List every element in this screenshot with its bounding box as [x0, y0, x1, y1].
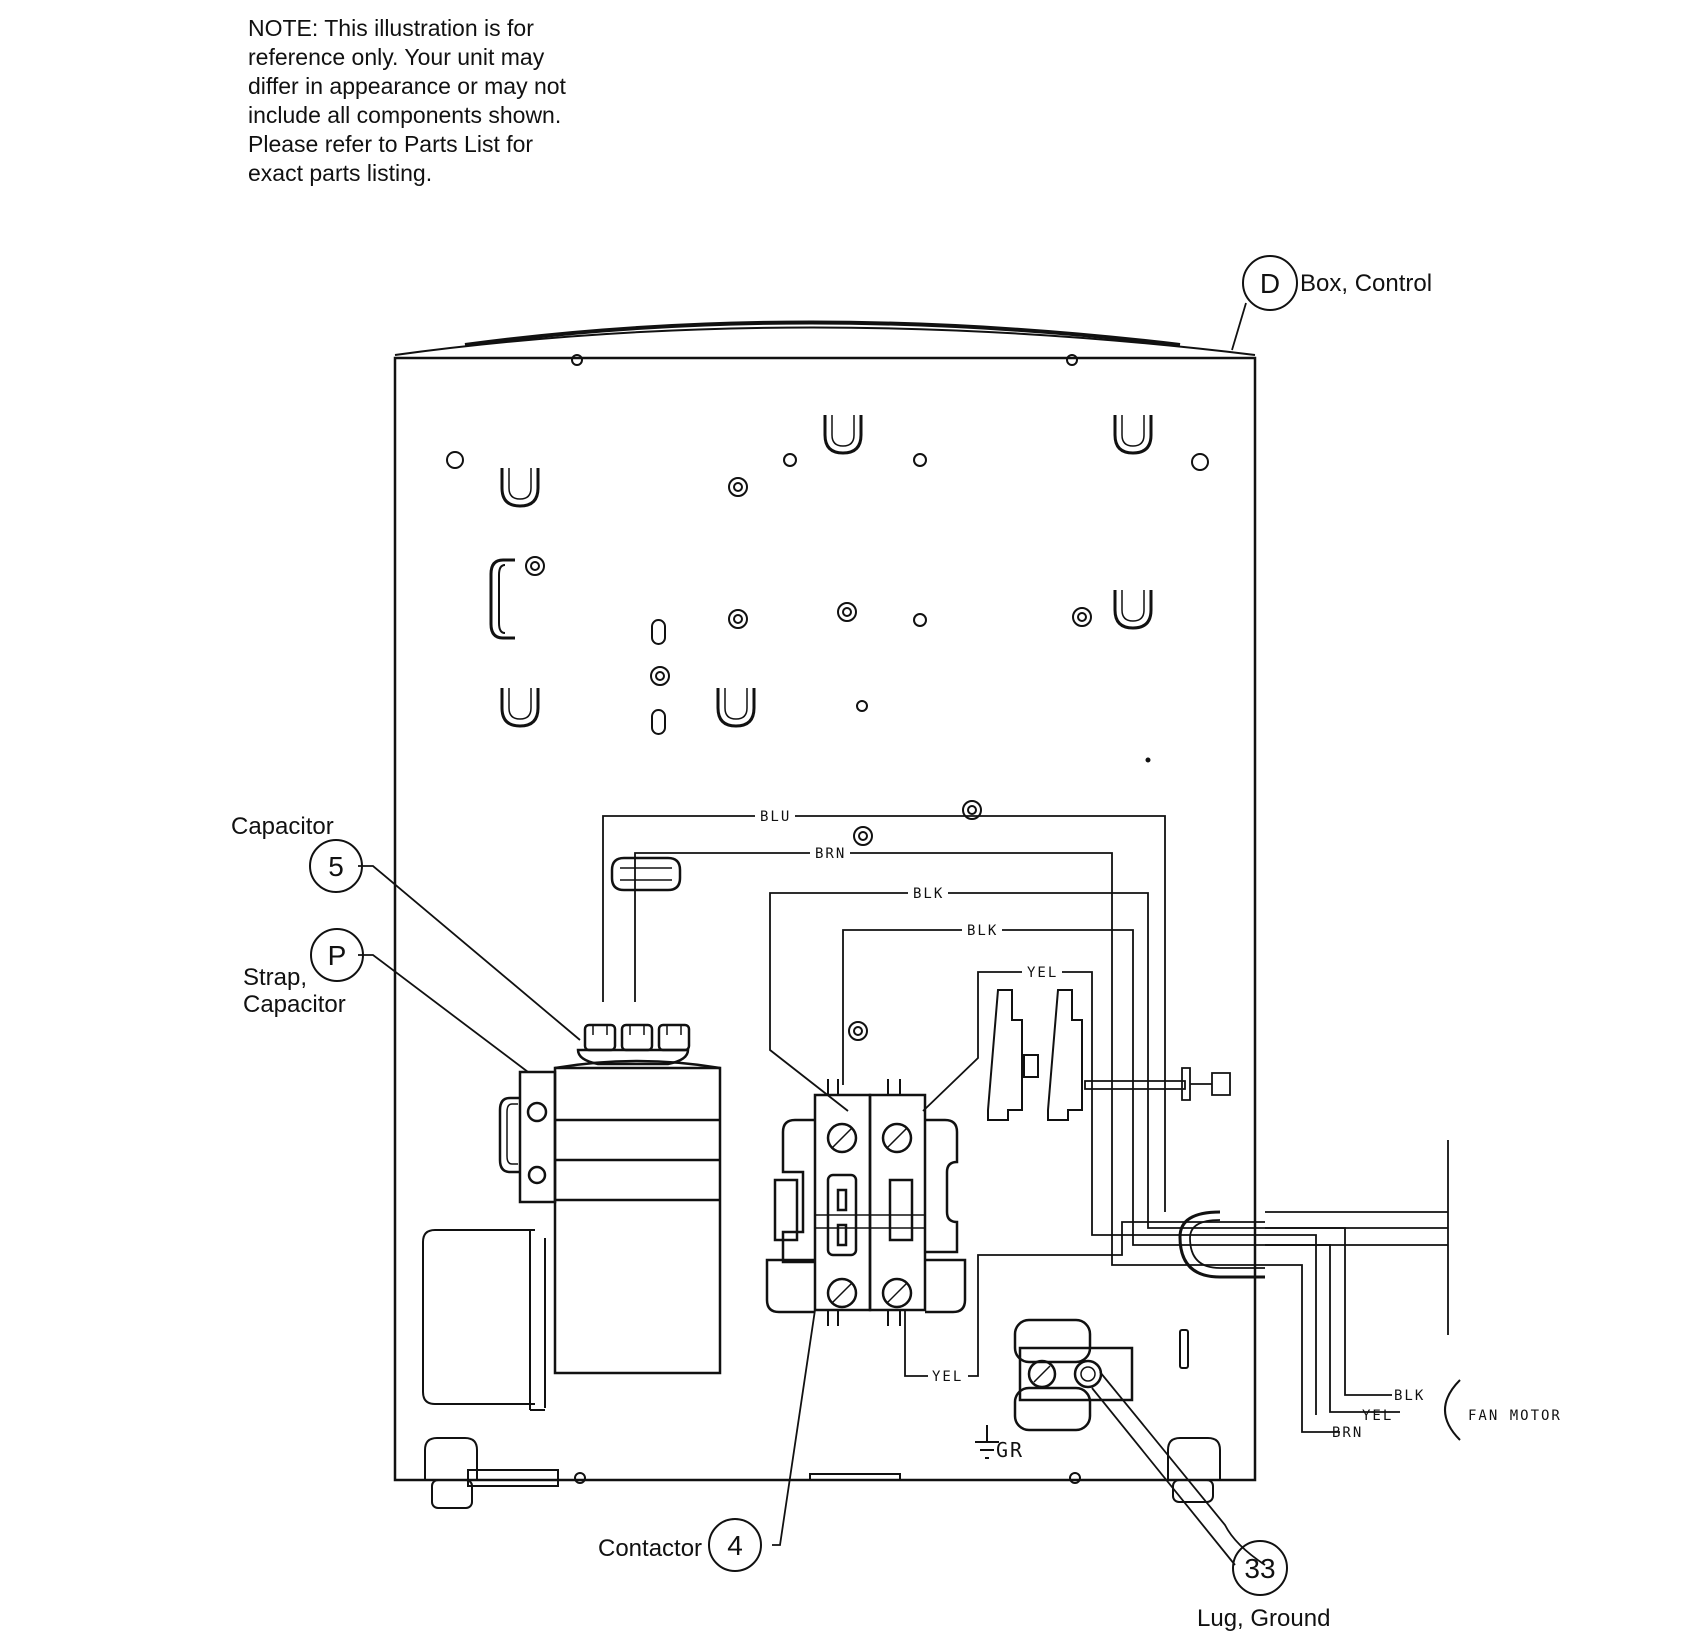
svg-text:4: 4 [727, 1530, 743, 1561]
callout-33: 33 Lug, Ground [1197, 1541, 1330, 1632]
svg-text:Contactor: Contactor [598, 1535, 702, 1562]
ground-symbol [975, 1425, 999, 1458]
callout-4: 4 Contactor [598, 1519, 761, 1571]
svg-text:Capacitor: Capacitor [243, 991, 346, 1018]
wires [603, 816, 1448, 1432]
callout-d: D Box, Control [1243, 256, 1432, 310]
svg-text:Box, Control: Box, Control [1300, 270, 1432, 297]
capacitor [555, 1025, 720, 1373]
reference-note: NOTE: This illustration is for reference… [248, 15, 566, 186]
fan-motor-label: FAN MOTOR [1468, 1408, 1562, 1424]
ground-lug [1015, 1320, 1132, 1430]
capacitor-strap [423, 1072, 555, 1410]
callout-p: P Strap, Capacitor [243, 929, 363, 1018]
svg-text:P: P [328, 940, 347, 971]
svg-text:5: 5 [328, 851, 344, 882]
control-box [395, 323, 1255, 1509]
svg-text:BLU: BLU [760, 809, 791, 825]
svg-text:D: D [1260, 268, 1280, 299]
fan-motor [1445, 1380, 1460, 1440]
svg-text:YEL: YEL [932, 1369, 963, 1385]
ground-label: GR [996, 1438, 1024, 1462]
contactor [767, 1079, 965, 1326]
callout-5: 5 Capacitor [231, 813, 362, 892]
svg-text:BRN: BRN [815, 846, 846, 862]
svg-text:YEL: YEL [1362, 1408, 1393, 1424]
svg-text:BRN: BRN [1332, 1425, 1363, 1441]
svg-text:Lug, Ground: Lug, Ground [1197, 1605, 1330, 1632]
relay-bracket [988, 990, 1082, 1120]
svg-text:Capacitor: Capacitor [231, 813, 334, 840]
u-slots [502, 415, 1151, 726]
svg-text:BLK: BLK [1394, 1388, 1425, 1404]
svg-text:Strap,: Strap, [243, 964, 307, 991]
callout-leaders [358, 303, 1265, 1565]
svg-text:BLK: BLK [967, 923, 998, 939]
holes [447, 452, 1208, 1368]
svg-text:BLK: BLK [913, 886, 944, 902]
svg-text:YEL: YEL [1027, 965, 1058, 981]
svg-text:33: 33 [1244, 1553, 1275, 1584]
wire-labels: BLU BRN BLK BLK YEL YEL BLK YEL BRN FAN … [760, 809, 1562, 1462]
